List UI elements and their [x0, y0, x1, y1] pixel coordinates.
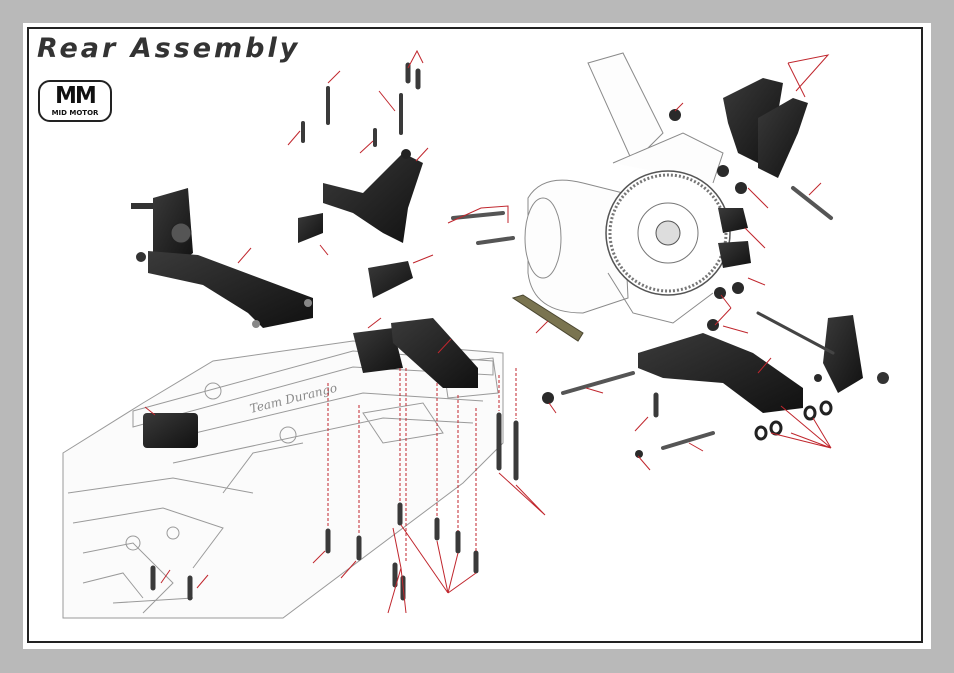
hub-carrier-icon: [718, 78, 889, 393]
shock-tower-icon: [298, 149, 423, 298]
suspension-arm-icon: [638, 333, 803, 413]
suspension-arm-icon: [148, 251, 313, 328]
exploded-view-diagram: Team Durango: [23, 23, 931, 649]
spur-gear-icon: [606, 171, 730, 323]
instruction-sheet: Rear Assembly MM MID MOTOR: [23, 23, 931, 649]
driveshaft-icon: [758, 313, 833, 353]
